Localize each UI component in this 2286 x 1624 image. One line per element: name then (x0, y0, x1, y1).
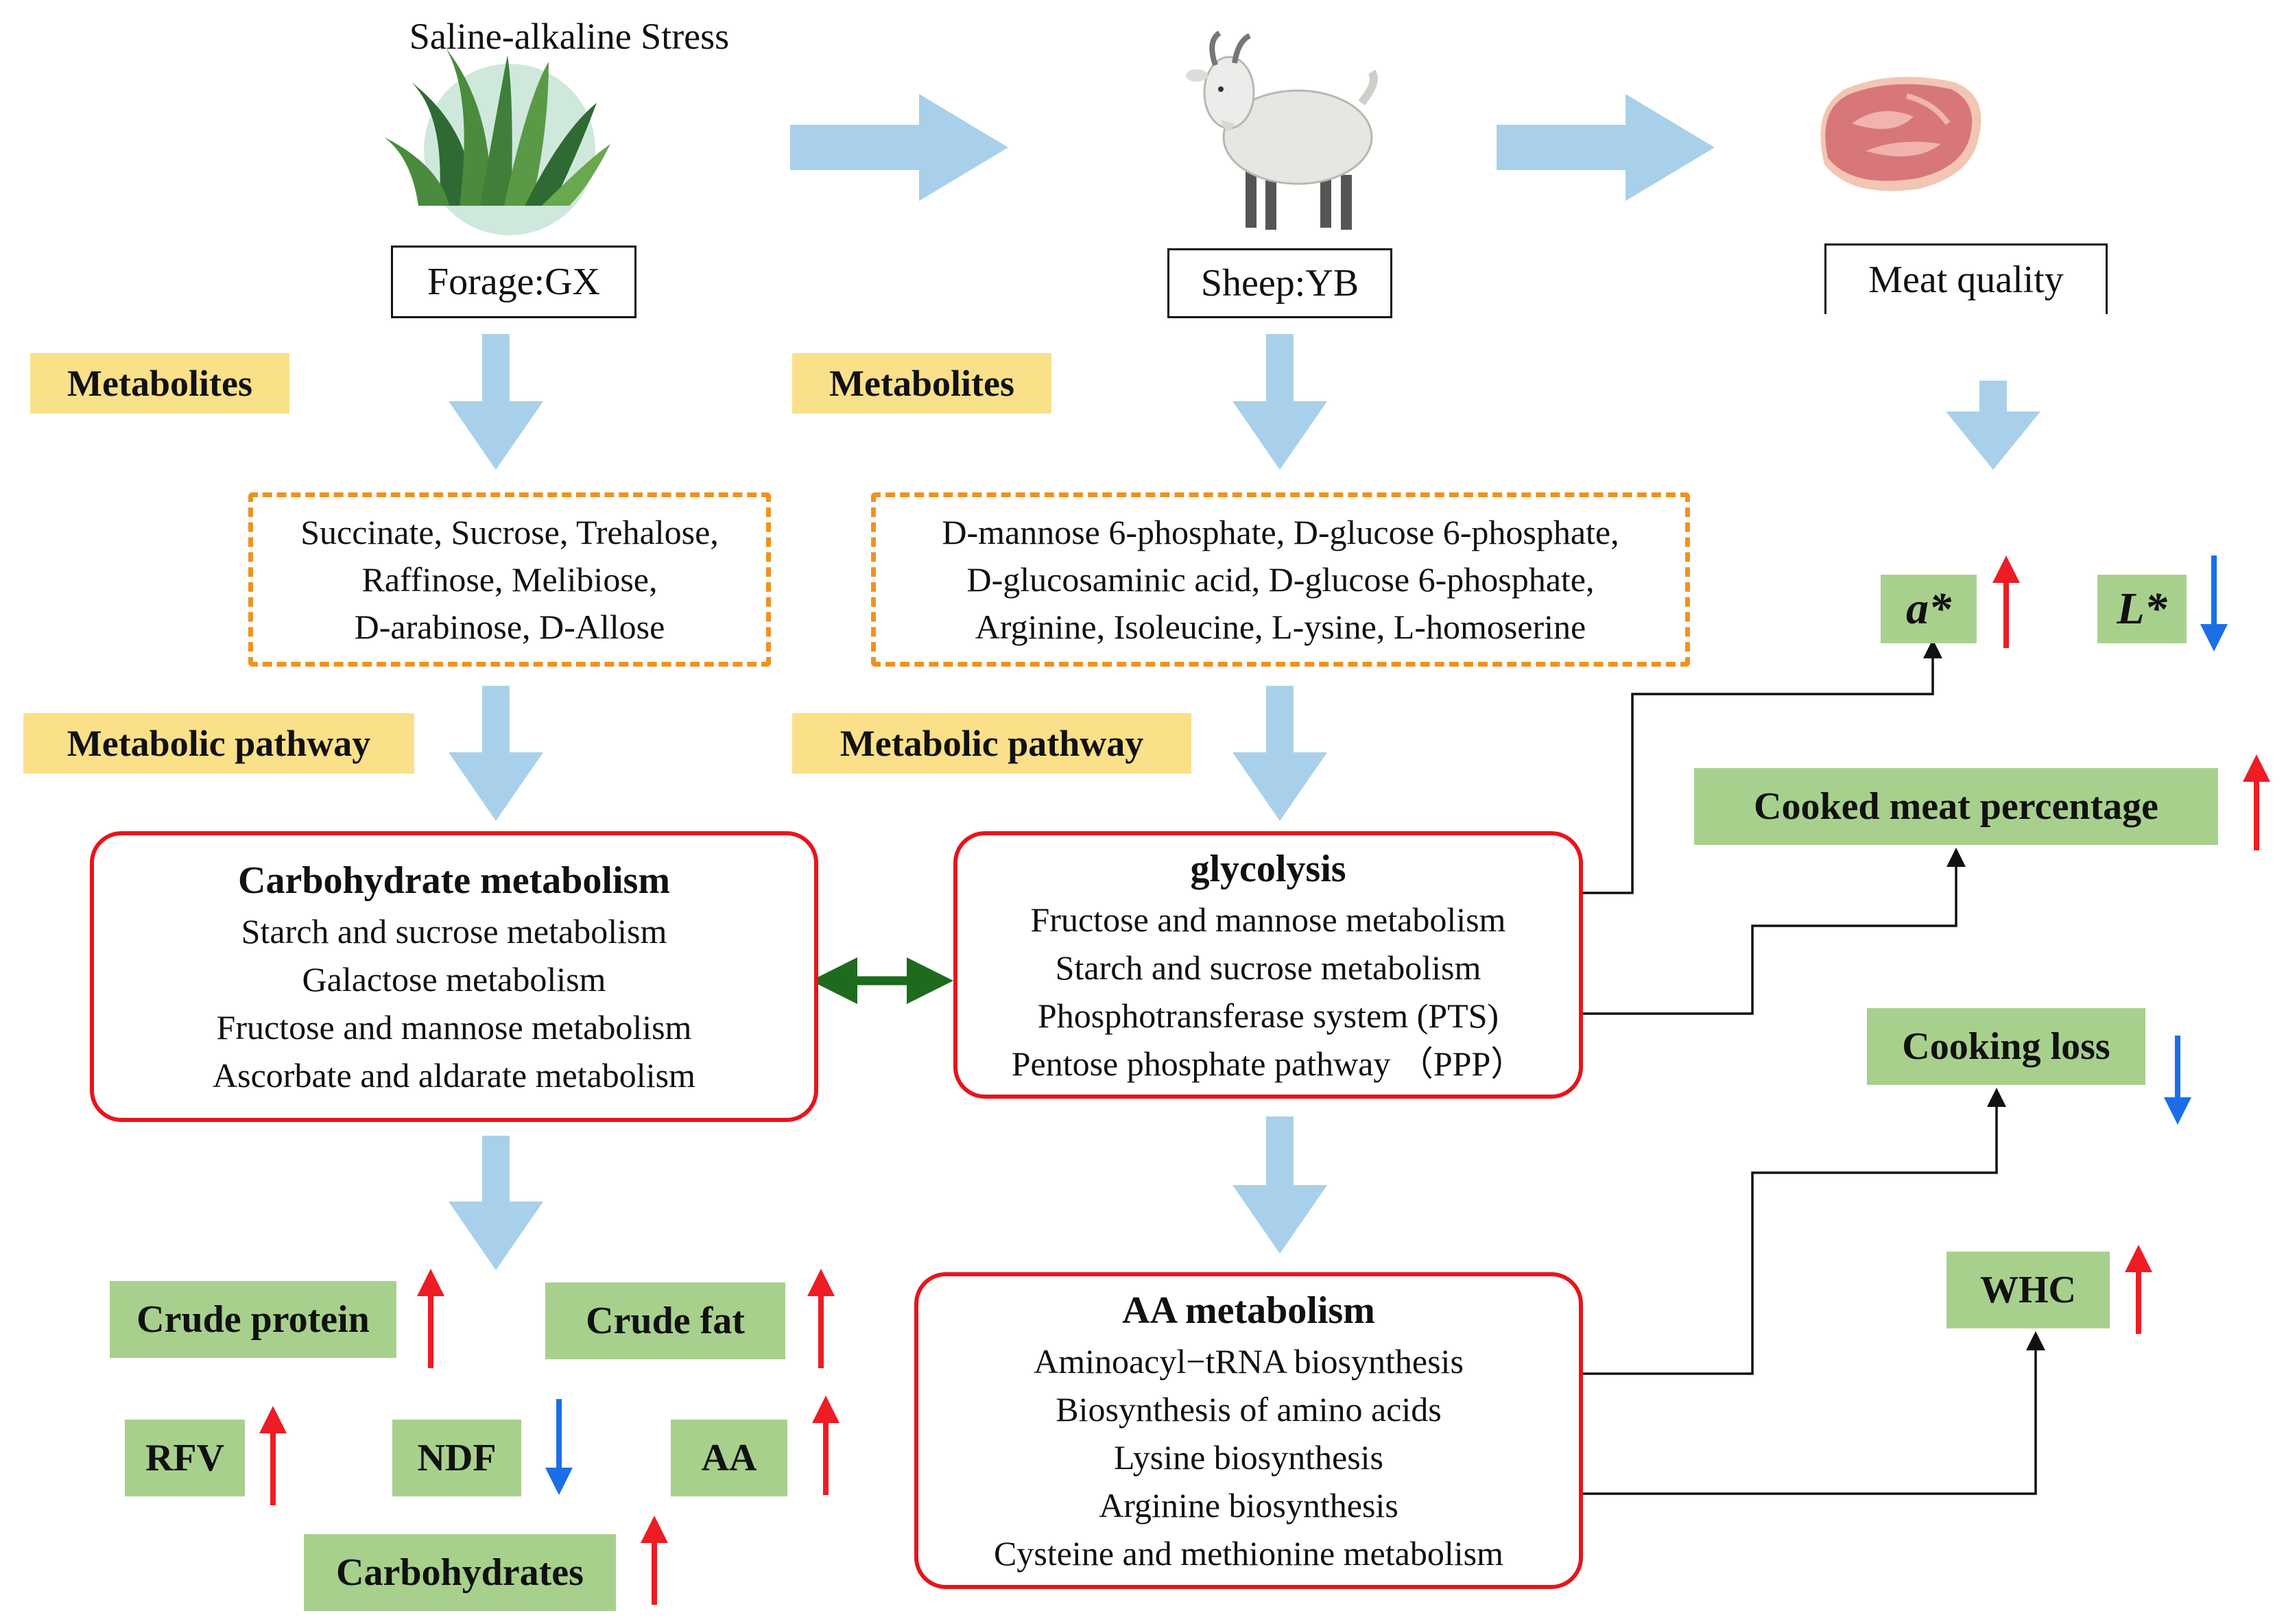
flow-arrow-glycolysis-to-aa (1233, 1116, 1327, 1254)
up-arrow-icon (2125, 1245, 2152, 1334)
stress-title: Saline-alkaline Stress (409, 16, 730, 57)
pathway-item: Fructose and mannose metabolism (1030, 900, 1506, 940)
meat-quality-label: Meat quality (1824, 243, 2108, 314)
down-arrow-icon (545, 1399, 573, 1495)
cooked-meat-percentage-outcome: Cooked meat percentage (1694, 768, 2218, 845)
crude-protein-outcome: Crude protein (110, 1281, 396, 1358)
pathway-item: Cysteine and methionine metabolism (994, 1534, 1503, 1573)
pathway-item: Aminoacyl−tRNA biosynthesis (1034, 1342, 1464, 1381)
pathway-label-forage: Metabolic pathway (23, 713, 414, 774)
up-arrow-icon (641, 1516, 668, 1605)
pathway-item: Galactose metabolism (302, 960, 606, 999)
aa-outcome: AA (671, 1420, 787, 1496)
connector-aa-to-cooking-loss (1579, 1088, 2006, 1375)
metabolite-line: D-mannose 6-phosphate, D-glucose 6-phosp… (942, 512, 1619, 551)
metabolite-line: D-arabinose, D-Allose (354, 607, 665, 646)
pathway-item: Fructose and mannose metabolism (216, 1008, 692, 1047)
flow-arrow-sheep-metabolites (1233, 334, 1327, 470)
up-arrow-icon (807, 1269, 835, 1368)
pathway-item: Phosphotransferase system (PTS) (1037, 996, 1499, 1036)
flow-arrow-forage-to-sheep (790, 94, 1008, 201)
sheep-metabolites-box: D-mannose 6-phosphate, D-glucose 6-phosp… (871, 492, 1690, 667)
pathway-item: Starch and sucrose metabolism (1055, 948, 1481, 988)
flow-arrow-forage-outcomes (449, 1136, 543, 1270)
cooking-loss-outcome: Cooking loss (1867, 1008, 2145, 1085)
metabolites-label-forage: Metabolites (30, 353, 289, 414)
carbohydrate-metabolism-title: Carbohydrate metabolism (238, 859, 670, 902)
connector-glycolysis-to-cooked-meat (1579, 848, 1966, 1015)
metabolite-line: D-glucosaminic acid, D-glucose 6-phospha… (966, 560, 1595, 599)
up-arrow-icon (812, 1396, 840, 1495)
aa-metabolism-title: AA metabolism (1122, 1289, 1375, 1332)
bidirectional-arrow-icon (811, 957, 953, 1004)
flow-arrow-forage-metabolites (449, 334, 543, 470)
pathway-label-sheep: Metabolic pathway (792, 713, 1191, 774)
connector-aa-to-whc (1579, 1331, 2045, 1495)
flow-arrow-forage-pathway (449, 686, 543, 821)
pathway-item: Arginine biosynthesis (1099, 1486, 1398, 1525)
flow-arrow-meat-outcomes (1946, 381, 2040, 470)
metabolites-label-sheep: Metabolites (792, 353, 1051, 414)
crude-fat-outcome: Crude fat (545, 1282, 785, 1359)
pathway-item: Ascorbate and aldarate metabolism (213, 1056, 695, 1095)
up-arrow-icon (1992, 556, 2020, 648)
up-arrow-icon (417, 1269, 444, 1368)
aa-metabolism-box: AA metabolism Aminoacyl−tRNA biosynthesi… (914, 1272, 1583, 1589)
grass-icon (384, 48, 610, 235)
rfv-outcome: RFV (125, 1420, 245, 1496)
pathway-item: Pentose phosphate pathway （PPP） (1011, 1044, 1525, 1084)
glycolysis-box: glycolysis Fructose and mannose metaboli… (953, 831, 1583, 1099)
up-arrow-icon (2243, 754, 2270, 850)
pathway-item: Starch and sucrose metabolism (241, 912, 667, 951)
sheep-label: Sheep:YB (1167, 248, 1392, 318)
ndf-outcome: NDF (392, 1420, 521, 1496)
l-star-outcome: L* (2097, 575, 2187, 643)
goat-icon (1186, 30, 1378, 230)
whc-outcome: WHC (1946, 1252, 2110, 1328)
down-arrow-icon (2200, 556, 2228, 652)
connector-glycolysis-to-a-star (1579, 639, 1942, 894)
down-arrow-icon (2164, 1036, 2191, 1125)
up-arrow-icon (259, 1406, 287, 1505)
forage-metabolites-box: Succinate, Sucrose, Trehalose, Raffinose… (248, 492, 771, 667)
flow-arrow-sheep-pathway (1233, 686, 1327, 821)
pathway-item: Lysine biosynthesis (1113, 1438, 1384, 1477)
flow-arrow-sheep-to-meat (1497, 94, 1715, 201)
glycolysis-title: glycolysis (1190, 847, 1346, 890)
a-star-outcome: a* (1881, 575, 1977, 643)
pathway-item: Biosynthesis of amino acids (1056, 1390, 1442, 1429)
carbohydrate-metabolism-box: Carbohydrate metabolism Starch and sucro… (90, 831, 818, 1122)
metabolite-line: Arginine, Isoleucine, L-ysine, L-homoser… (975, 607, 1586, 646)
metabolite-line: Raffinose, Melibiose, (361, 560, 658, 599)
metabolite-line: Succinate, Sucrose, Trehalose, (300, 512, 719, 551)
meat-icon (1820, 77, 1981, 191)
carbohydrates-outcome: Carbohydrates (304, 1534, 616, 1611)
forage-label: Forage:GX (391, 246, 636, 318)
